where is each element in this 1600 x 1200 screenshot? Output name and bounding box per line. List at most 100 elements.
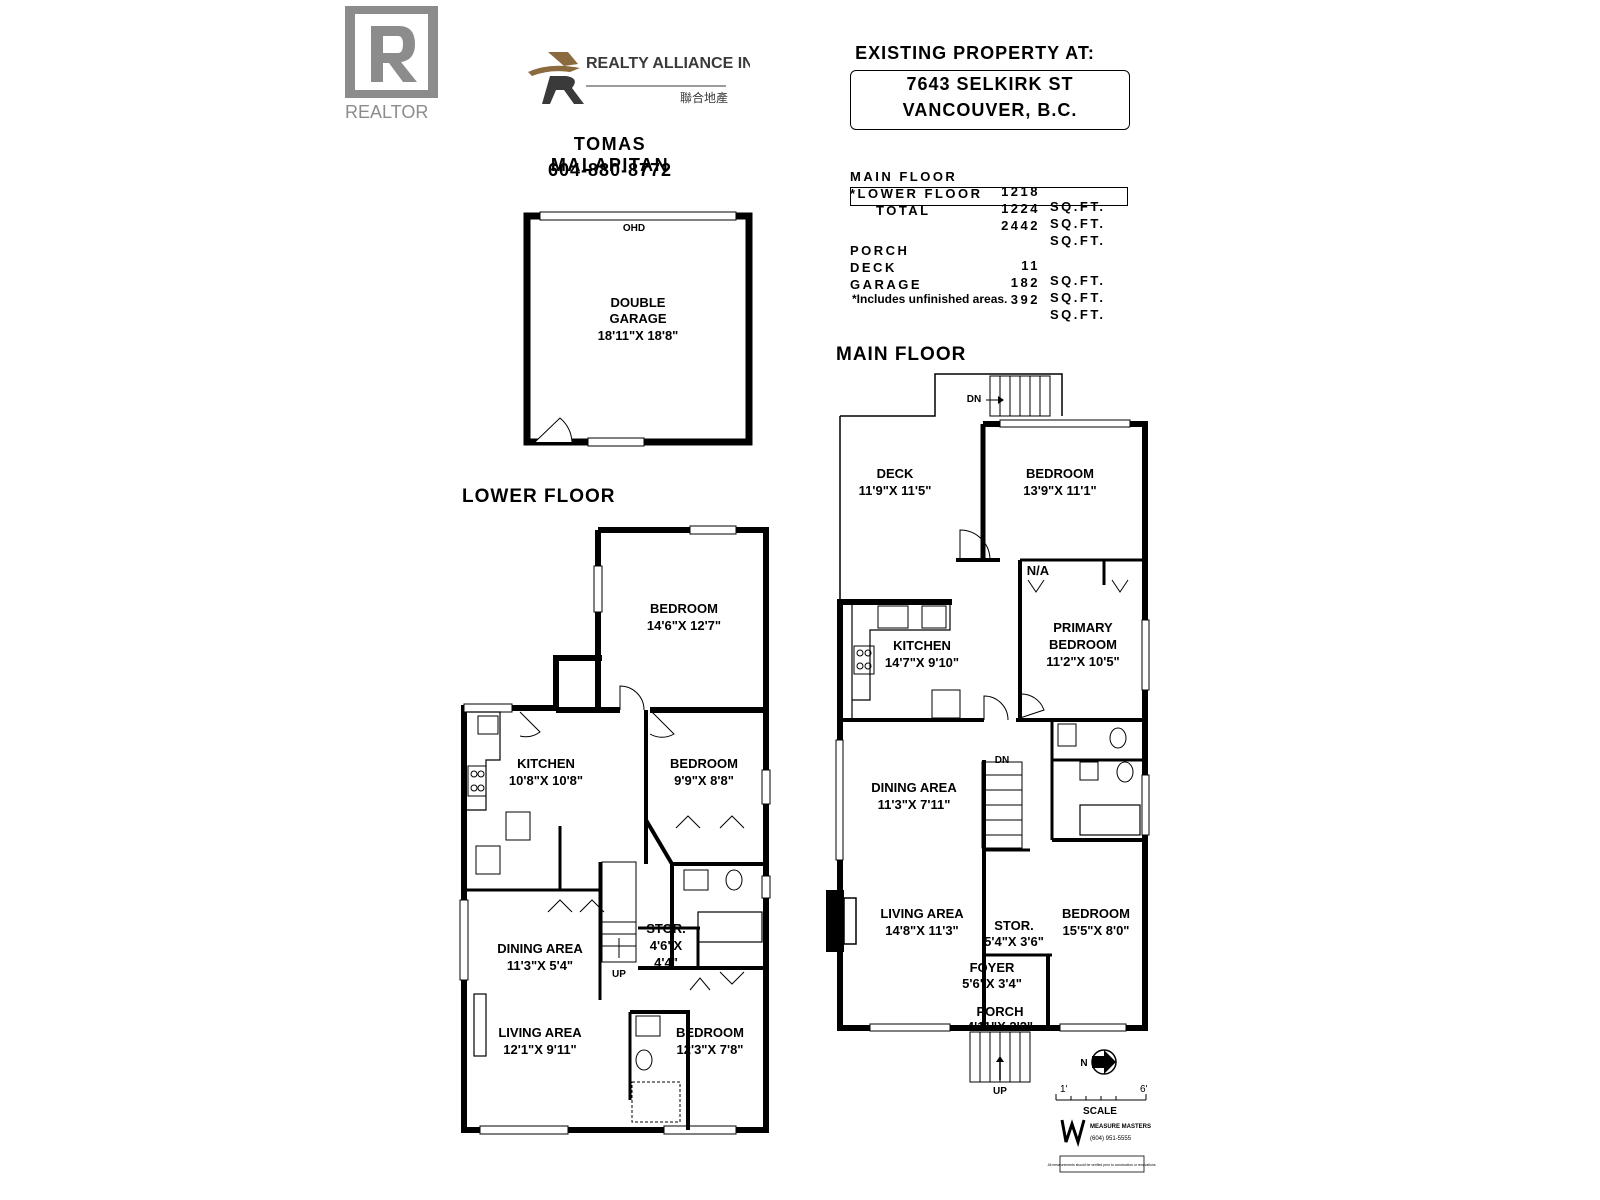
room-name: KITCHEN	[893, 638, 951, 653]
north-arrow: N	[1080, 1049, 1117, 1075]
realtor-mark-text: REALTOR	[345, 102, 428, 122]
room-name: PORCH	[977, 1004, 1024, 1019]
room-dims: 11'3"X 5'4"	[507, 958, 573, 973]
stairs-up-label: UP	[612, 969, 626, 980]
room-dims: 13'9"X 11'1"	[1023, 483, 1096, 498]
garage-ohd-label: OHD	[623, 223, 645, 234]
deck-stairs	[986, 375, 1051, 417]
scale-bar: 1' 6' SCALE	[1055, 1084, 1148, 1117]
area-label: TOTAL	[876, 203, 931, 218]
room-name: LIVING AREA	[498, 1025, 582, 1040]
room-name: BEDROOM	[670, 756, 738, 771]
scale-label: SCALE	[1083, 1106, 1117, 1117]
room-name: LIVING AREA	[880, 906, 964, 921]
room-dims: 14'6"X 12'7"	[647, 618, 721, 633]
room-dims: 12'1"X 9'11"	[503, 1042, 576, 1057]
room-dims: 14'7"X 9'10"	[885, 655, 959, 670]
room-name: STOR.	[646, 921, 686, 936]
room-dims: 4'4"	[654, 955, 678, 970]
scale-min: 1'	[1060, 1084, 1068, 1095]
property-header: EXISTING PROPERTY AT:	[855, 43, 1095, 63]
room-dims: 12'3"X 7'8"	[677, 1042, 744, 1057]
room-name: BEDROOM	[1049, 637, 1117, 652]
room-dims: 5'4"X 3'6"	[984, 934, 1044, 949]
room-dims: 15'5"X 8'0"	[1063, 923, 1130, 938]
area-value: 392	[1010, 292, 1040, 307]
area-unit: SQ.FT.	[1050, 307, 1106, 322]
measure-masters-phone: (604) 951-5555	[1090, 1136, 1132, 1142]
area-value: 2442	[1001, 218, 1040, 233]
main-floor-plan: DECK 11'9"X 11'5" BEDROOM 13'9"X 11'1" K…	[826, 373, 1150, 1097]
area-value: 182	[1010, 275, 1040, 290]
area-value: 1218	[1001, 184, 1040, 199]
garage-dims: 18'11"X 18'8"	[598, 328, 679, 343]
company-logo: REALTY ALLIANCE INC. 聯合地產	[520, 42, 770, 112]
room-dims: 11'3"X 7'11"	[878, 797, 951, 812]
room-dims: 11'9"X 11'5"	[859, 483, 932, 498]
agent-name: TOMAS MALAPITAN	[550, 134, 670, 175]
area-label: DECK	[850, 260, 897, 275]
area-value: 11	[1021, 258, 1040, 273]
area-value: 1224	[1001, 201, 1040, 216]
area-row: MAIN FLOOR 1218 SQ.FT.	[850, 154, 1130, 214]
address-line-2: VANCOUVER, B.C.	[902, 100, 1078, 120]
room-name: BEDROOM	[1062, 906, 1130, 921]
garage-name: GARAGE	[609, 311, 666, 326]
deck-stairs-dn-label: DN	[967, 394, 981, 405]
lower-floor-title: LOWER FLOOR	[462, 486, 616, 507]
room-dims: 9'9"X 8'8"	[674, 773, 734, 788]
north-label: N	[1080, 1058, 1087, 1069]
lower-stairs	[601, 861, 637, 963]
room-name: DECK	[877, 466, 914, 481]
garage-name: DOUBLE	[611, 295, 666, 310]
room-name: BEDROOM	[676, 1025, 744, 1040]
room-dims: 5'6"X 3'4"	[962, 976, 1022, 991]
address-line-1: 7643 SELKIRK ST	[906, 74, 1074, 94]
lower-floor-plan: BEDROOM 14'6"X 12'7" KITCHEN 10'8"X 10'8…	[459, 525, 771, 1135]
total-box	[850, 187, 1128, 206]
room-name: BEDROOM	[650, 601, 718, 616]
room-name: STOR.	[994, 918, 1034, 933]
room-dims: 10'8"X 10'8"	[509, 773, 583, 788]
measure-masters-logo: MEASURE MASTERS (604) 951-5555 All measu…	[1048, 1119, 1157, 1173]
room-name: DINING AREA	[497, 941, 583, 956]
area-unit: SQ.FT.	[1050, 216, 1106, 231]
area-unit: SQ.FT.	[1050, 199, 1106, 214]
room-name: DINING AREA	[871, 780, 957, 795]
room-dims: 14'8"X 11'3"	[885, 923, 958, 938]
area-row: PORCH 11 SQ.FT.	[850, 228, 1130, 288]
room-dims: 4'6"X	[650, 938, 683, 953]
address-box: 7643 SELKIRK ST VANCOUVER, B.C.	[850, 70, 1130, 130]
room-dims: 11'2"X 10'5"	[1046, 654, 1119, 669]
porch-up-label: UP	[993, 1086, 1007, 1097]
measure-masters-name: MEASURE MASTERS	[1090, 1124, 1151, 1130]
area-label: *LOWER FLOOR	[850, 186, 983, 201]
room-name: KITCHEN	[517, 756, 575, 771]
area-row-total: TOTAL 2442 SQ.FT.	[850, 188, 1130, 248]
footnote: *Includes unfinished areas.	[852, 292, 1008, 306]
realtor-logo: REALTOR	[345, 6, 441, 130]
area-label: GARAGE	[850, 277, 923, 292]
area-unit: SQ.FT.	[1050, 273, 1106, 288]
area-label: PORCH	[850, 243, 910, 258]
agent-phone: 604-880-8772	[547, 160, 673, 180]
area-label: MAIN FLOOR	[850, 169, 958, 184]
area-unit: SQ.FT.	[1050, 290, 1106, 305]
area-unit: SQ.FT.	[1050, 233, 1106, 248]
room-name: PRIMARY	[1053, 620, 1113, 635]
main-floor-title: MAIN FLOOR	[836, 344, 967, 365]
area-row: *LOWER FLOOR 1224 SQ.FT.	[850, 171, 1130, 231]
area-row: DECK 182 SQ.FT.	[850, 245, 1130, 305]
stairs-dn-label: DN	[995, 755, 1009, 766]
room-name: FOYER	[970, 960, 1015, 975]
interior-stairs	[981, 761, 1023, 849]
measure-masters-disclaimer: All measurements should be verified prio…	[1048, 1163, 1157, 1167]
company-chinese-text: 聯合地產	[680, 90, 728, 105]
company-name-text: REALTY ALLIANCE INC.	[586, 55, 750, 72]
area-row: GARAGE 392 SQ.FT.	[850, 262, 1130, 322]
room-name: BEDROOM	[1026, 466, 1094, 481]
porch-stairs	[969, 1031, 1031, 1083]
scale-max: 6'	[1140, 1084, 1148, 1095]
garage-plan: OHD DOUBLE GARAGE 18'11"X 18'8"	[523, 211, 753, 447]
